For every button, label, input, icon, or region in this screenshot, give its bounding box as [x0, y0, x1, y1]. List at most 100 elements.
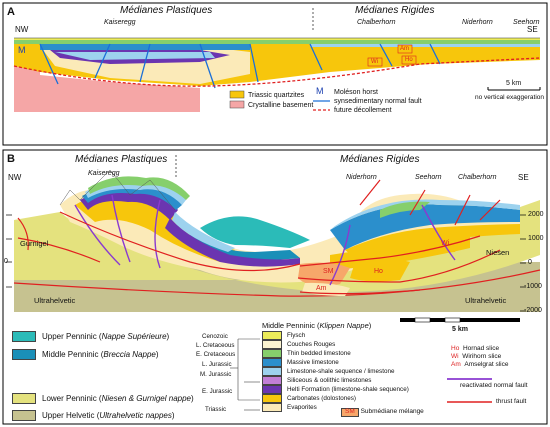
lower-penninic [14, 200, 540, 292]
legend-middle-item: Massive limestone [262, 358, 339, 367]
slice-ho-b: Ho [374, 268, 383, 275]
swatch-lower-penninic [12, 393, 36, 404]
legend-middle-label: Carbonates (dolostones) [287, 395, 356, 402]
legend-moleson-m: M [316, 86, 324, 96]
age-e-cretaceous: E. Cretaceous [196, 351, 236, 358]
panel-b-letter: B [7, 153, 15, 165]
legend-wi-code: Wi [451, 353, 459, 360]
gurnigel-left [14, 212, 85, 275]
legend-middle-item: Flysch [262, 331, 305, 340]
legend-middle-swatch [262, 349, 282, 358]
age-l-jurassic: L. Jurassic [202, 361, 232, 368]
swatch-upper-helvetic [12, 410, 36, 421]
legend-thrust: thrust fault [496, 398, 527, 405]
age-e-jurassic: E. Jurassic [202, 388, 233, 395]
legend-upper-penninic: Upper Penninic (Nappe Supérieure) [12, 331, 169, 342]
panel-b-section [6, 155, 541, 323]
place-niderhorn-a: Niderhorn [462, 19, 493, 26]
legend-middle-swatch [262, 385, 282, 394]
place-seehorn-b: Seehorn [415, 174, 442, 181]
rigides-lightblue [330, 199, 520, 230]
legend-middle-label: Siliceous & oolithic limestones [287, 377, 372, 384]
topo-line [59, 169, 176, 211]
mid-lightblue [172, 212, 235, 252]
axis-right-1000: 1000 [528, 235, 544, 242]
legend-sm-box: SM [341, 408, 359, 417]
rigides-blue [310, 44, 540, 47]
slice-ho-a: Ho [405, 57, 413, 63]
swatch-middle-penninic [12, 349, 36, 360]
panel-a-frame [2, 2, 548, 146]
basin-blue [40, 44, 250, 50]
panel-b-scale: 5 km [452, 326, 468, 333]
axis-right-m1000: -1000 [524, 283, 542, 290]
legend-middle-label: Thin bedded limestone [287, 350, 351, 357]
panel-b-title-left: Médianes Plastiques [75, 154, 168, 165]
legend-sm-label: Submédiane mélange [360, 408, 424, 415]
legend-middle-item: Helti Formation (limestone-shale sequenc… [262, 385, 409, 394]
legend-ho-code: Ho [451, 345, 460, 352]
legend-sm: SM Submédiane mélange [341, 408, 424, 417]
legend-upper-helvetic: Upper Helvetic (Ultrahelvetic nappes) [12, 410, 175, 421]
slice-wi-b: Wi [441, 240, 450, 247]
wi-slice [428, 230, 465, 253]
mid-purple-bands [165, 218, 300, 267]
place-chalberhorn-a: Chalberhorn [357, 19, 396, 26]
legend-middle-label: Couches Rouges [287, 341, 336, 348]
legend-middle-swatch [262, 367, 282, 376]
legend-upper-penninic-label: Upper Penninic [42, 332, 97, 341]
axis-left-0: 0 [4, 258, 8, 265]
legend-middle-item: Thin bedded limestone [262, 349, 351, 358]
axis-right-0: 0 [528, 259, 532, 266]
legend-decollement: future décollement [334, 107, 392, 114]
legend-middle-swatch [262, 403, 282, 412]
panel-a-exaggeration: no vertical exaggeration [475, 94, 545, 101]
panel-a-se: SE [527, 25, 538, 34]
axis-right-m2000: -2000 [524, 307, 542, 314]
legend-ho-label: Hornad slice [462, 345, 500, 352]
legend-triassic: Triassic quartzites [248, 92, 305, 99]
legend-upper-penninic-sub: Nappe Supérieure [101, 332, 167, 341]
rigides-green [380, 201, 430, 218]
legend-upper-helvetic-label: Upper Helvetic [42, 411, 95, 420]
legend-am-code: Am [451, 361, 461, 368]
legend-middle-label: Massive limestone [287, 359, 339, 366]
slice-am-b: Am [316, 285, 327, 292]
legend-wi: Wi Wirihorn slice [451, 353, 501, 361]
legend-syn-fault: synsedimentary normal fault [334, 98, 422, 105]
panel-a-scale: 5 km [506, 80, 522, 87]
age-brackets [230, 338, 260, 411]
unit-ultrahelvetic-right: Ultrahelvetic [465, 296, 507, 305]
place-niderhorn-b: Niderhorn [346, 174, 377, 181]
place-chalberhorn-b: Chalberhorn [458, 174, 497, 181]
plastiques-green [88, 176, 190, 200]
panel-a-title-left: Médianes Plastiques [120, 5, 213, 16]
legend-am: Am Amselgrat slice [451, 361, 508, 369]
unit-ultrahelvetic-left: Ultrahelvetic [34, 296, 76, 305]
legend-middle-title: Middle Penninic (Klippen Nappe) [262, 322, 371, 330]
swatch-upper-penninic [12, 331, 36, 342]
age-l-cretaceous: L. Cretaceous [196, 342, 235, 349]
legend-middle-item: Couches Rouges [262, 340, 335, 349]
panel-b-frame [2, 149, 548, 425]
legend-middle-swatch [262, 376, 282, 385]
top-green [14, 40, 540, 44]
axis-right-2000: 2000 [528, 211, 544, 218]
plastiques-purple [80, 189, 178, 220]
crystalline-basement [14, 62, 200, 112]
panel-b-scale-bar [400, 317, 520, 323]
top-flysch [14, 38, 540, 40]
legend-middle-title-italic: Klippen Nappe [319, 321, 369, 330]
legend-middle-item: Limestone-shale sequence / limestone [262, 367, 394, 376]
slice-am-a: Am [400, 46, 409, 52]
panel-a-nw: NW [15, 25, 29, 34]
panel-b-nw: NW [8, 173, 22, 182]
age-cenozoic: Cenozoic [202, 333, 228, 340]
place-kaiseregg-a: Kaiseregg [104, 19, 136, 26]
legend-middle-penninic: Middle Penninic (Breccia Nappe) [12, 349, 159, 360]
basin-lightblue [55, 52, 215, 60]
rigides-sheet-1 [330, 204, 520, 250]
future-decollement [13, 57, 541, 87]
legend-middle-swatch [262, 331, 282, 340]
